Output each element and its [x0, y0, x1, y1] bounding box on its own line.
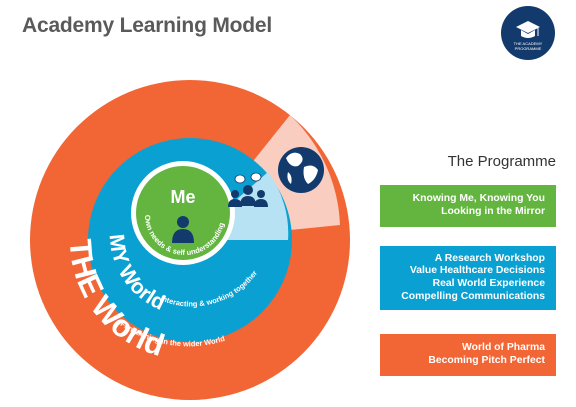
programme-item: Becoming Pitch Perfect [428, 355, 545, 366]
programme-box-green: Knowing Me, Knowing You Looking in the M… [380, 185, 556, 227]
programme-heading: The Programme [447, 153, 556, 170]
inner-circle [136, 166, 230, 260]
logo-line2: PROGRAMME [515, 46, 542, 51]
programme-item: World of Pharma [462, 342, 545, 354]
programme-item: Real World Experience [432, 278, 545, 289]
group-speech-icon [228, 172, 268, 207]
programme-item: Compelling Communications [401, 290, 545, 302]
academy-logo: THE ACADEMY PROGRAMME [501, 6, 555, 60]
programme-box-blue: A Research Workshop Value Healthcare Dec… [380, 246, 556, 310]
programme-item: Looking in the Mirror [441, 206, 545, 217]
person-icon [172, 216, 194, 243]
inner-label: Me [170, 187, 195, 207]
logo-line1: THE ACADEMY [514, 41, 543, 46]
programme-item: A Research Workshop [434, 252, 545, 264]
programme-item: Value Healthcare Decisions [409, 265, 545, 277]
programme-item: Knowing Me, Knowing You [412, 193, 545, 205]
page-title: Academy Learning Model [22, 14, 272, 37]
globe-icon [278, 147, 324, 193]
graduation-cap-icon [516, 21, 540, 38]
programme-box-orange: World of Pharma Becoming Pitch Perfect [380, 334, 556, 376]
